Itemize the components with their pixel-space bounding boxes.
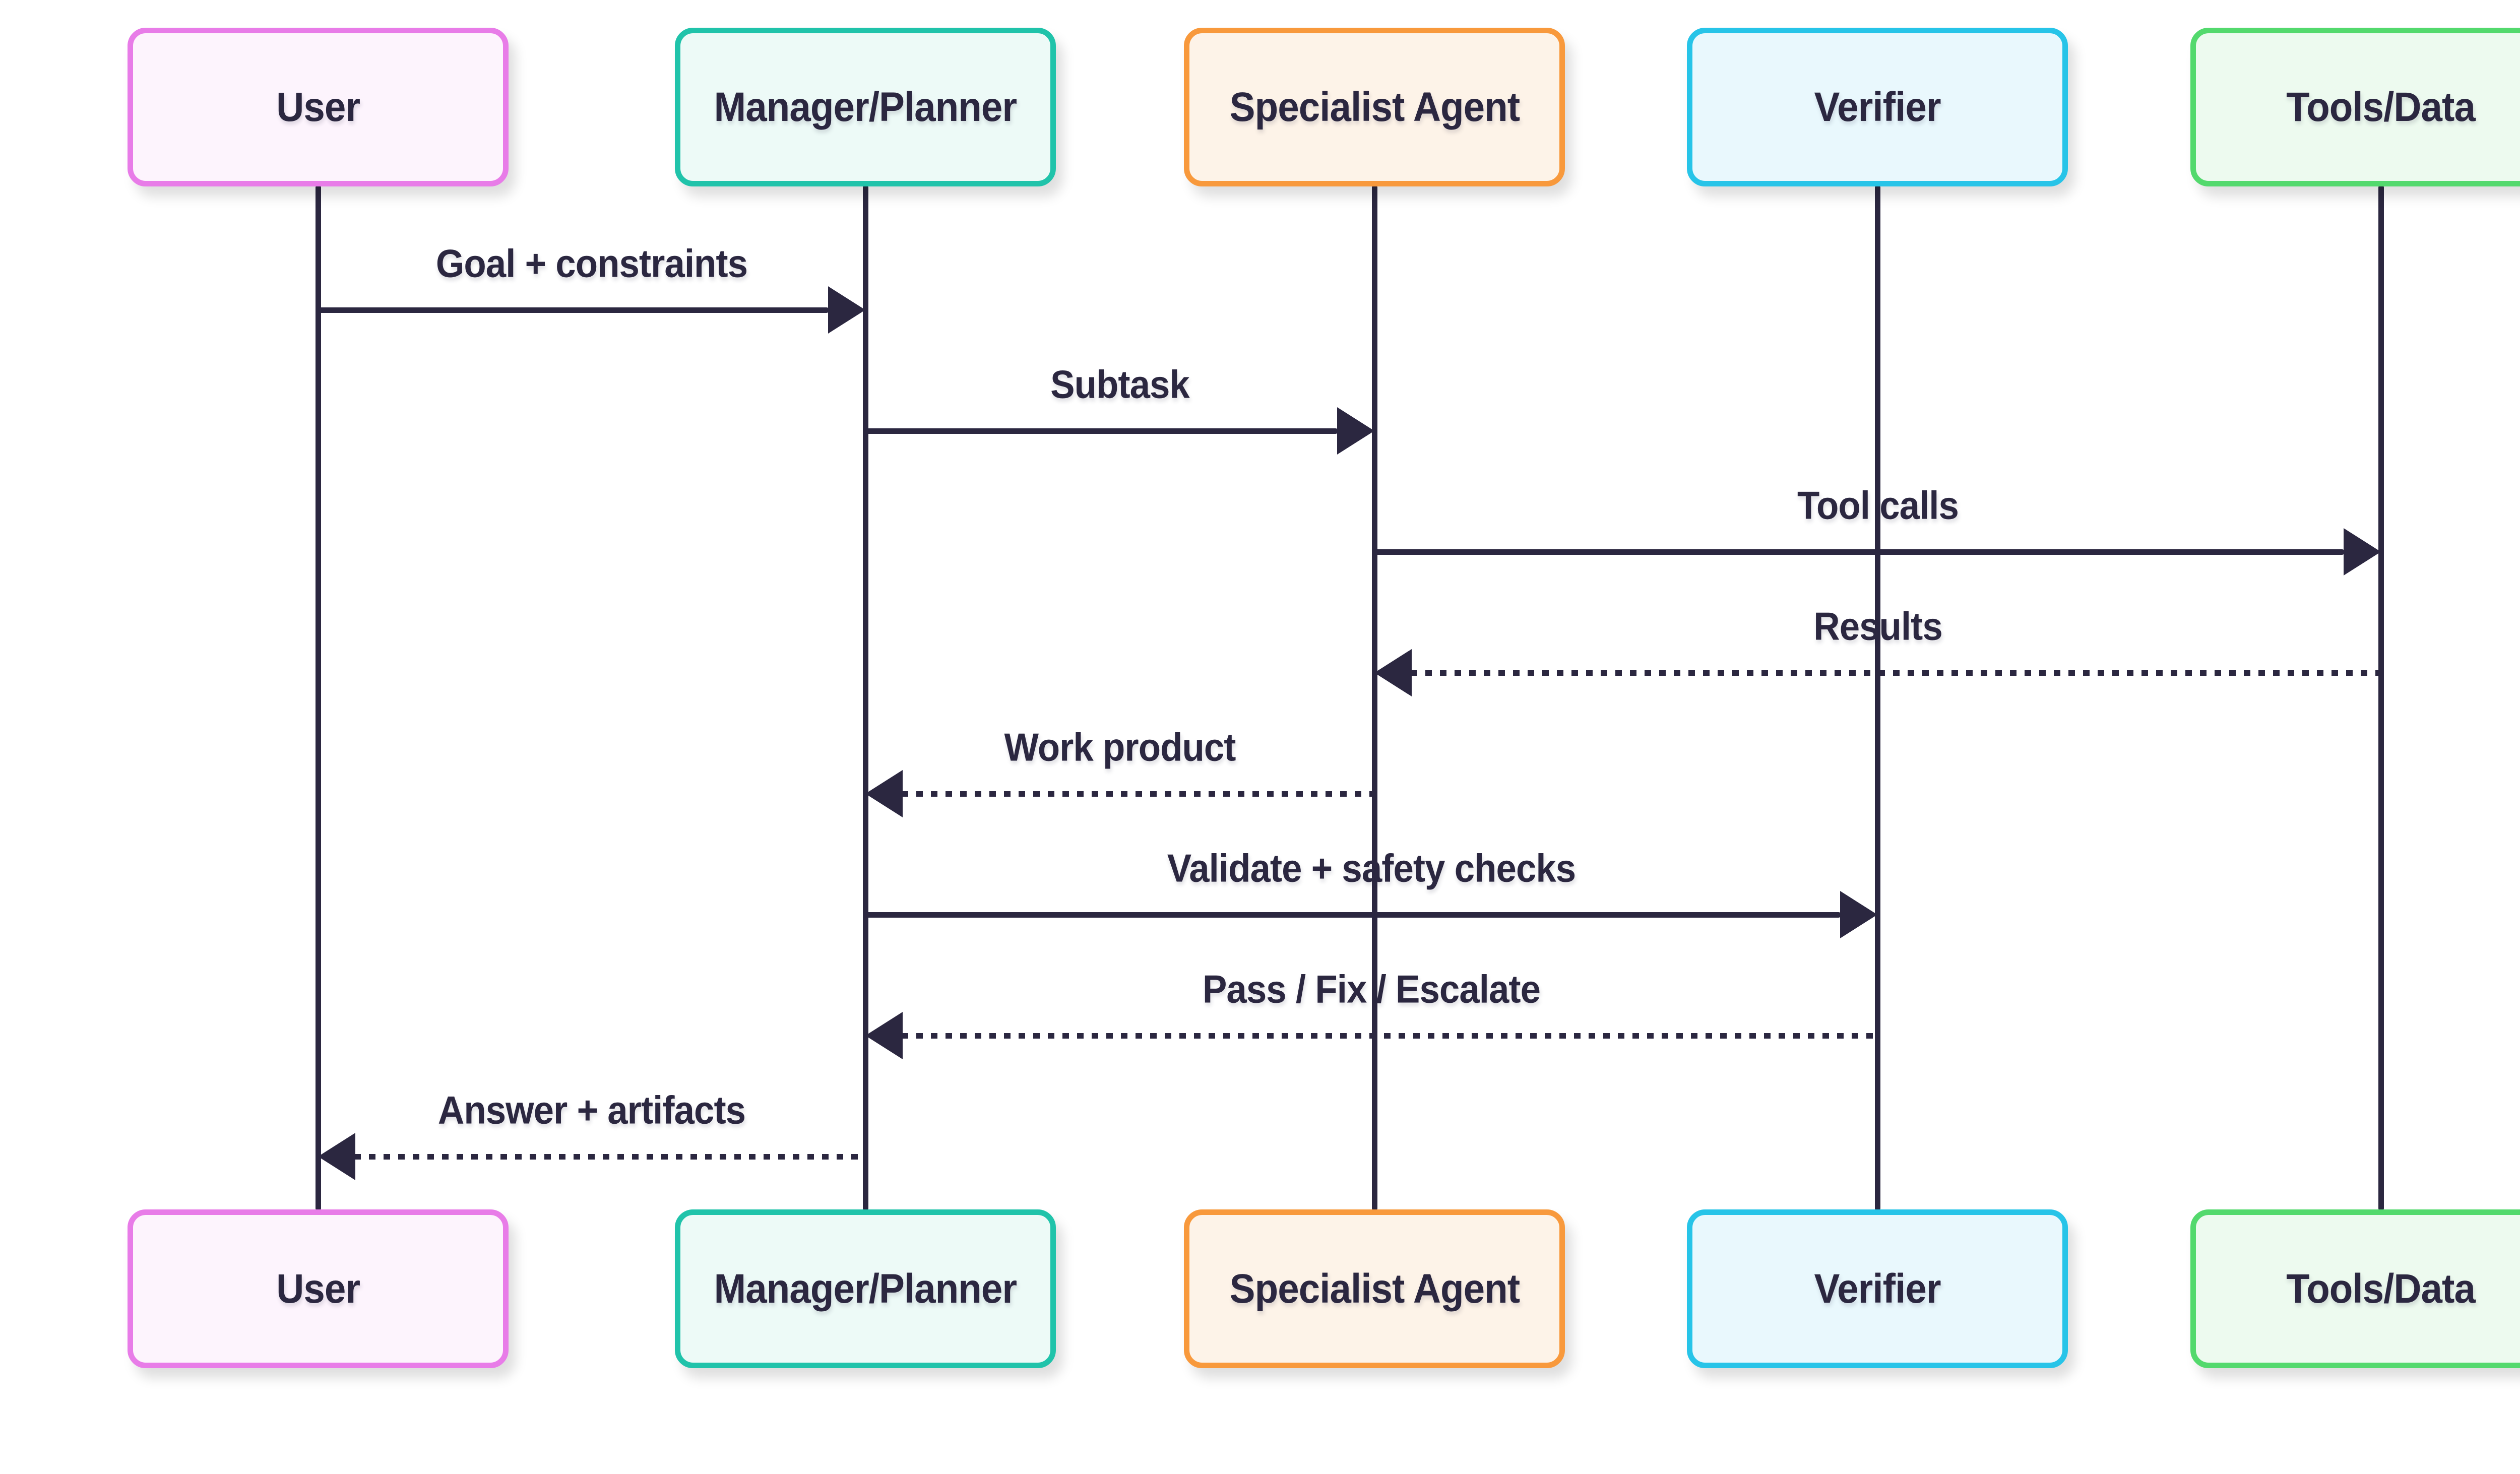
actor-box-manager-top: Manager/Planner — [675, 28, 1056, 186]
message-line-2 — [1374, 549, 2345, 555]
actor-label-user-top: User — [276, 84, 360, 130]
actor-box-verifier-bottom: Verifier — [1687, 1209, 2068, 1368]
lifeline-user — [316, 185, 321, 1210]
message-line-5 — [865, 912, 1841, 918]
message-line-6 — [902, 1033, 1877, 1039]
message-line-1 — [865, 428, 1338, 434]
message-line-0 — [318, 307, 829, 313]
arrow-head-6 — [865, 1012, 903, 1059]
actor-label-specialist-bottom: Specialist Agent — [1229, 1265, 1520, 1312]
message-label-4: Work product — [1004, 725, 1236, 770]
actor-label-manager-top: Manager/Planner — [714, 84, 1017, 130]
actor-box-specialist-top: Specialist Agent — [1184, 28, 1565, 186]
actor-label-verifier-bottom: Verifier — [1814, 1265, 1941, 1312]
message-line-4 — [902, 791, 1374, 797]
actor-label-verifier-top: Verifier — [1814, 84, 1941, 130]
actor-box-manager-bottom: Manager/Planner — [675, 1209, 1056, 1368]
arrow-head-2 — [2344, 528, 2381, 575]
lifeline-tools — [2378, 185, 2384, 1210]
actor-label-tools-bottom: Tools/Data — [2286, 1265, 2476, 1312]
actor-box-user-top: User — [128, 28, 509, 186]
message-line-3 — [1411, 670, 2381, 676]
message-label-1: Subtask — [1050, 362, 1190, 407]
arrow-head-3 — [1374, 649, 1412, 696]
lifeline-verifier — [1875, 185, 1880, 1210]
actor-label-manager-bottom: Manager/Planner — [714, 1265, 1017, 1312]
message-label-7: Answer + artifacts — [437, 1087, 746, 1132]
message-label-5: Validate + safety checks — [1167, 846, 1576, 890]
lifeline-manager — [863, 185, 868, 1210]
actor-box-verifier-top: Verifier — [1687, 28, 2068, 186]
message-label-3: Results — [1813, 604, 1942, 649]
actor-box-user-bottom: User — [128, 1209, 509, 1368]
actor-box-tools-bottom: Tools/Data — [2190, 1209, 2520, 1368]
message-label-0: Goal + constraints — [435, 241, 748, 286]
arrow-head-1 — [1337, 407, 1374, 455]
arrow-head-4 — [865, 770, 903, 817]
message-line-7 — [354, 1154, 865, 1160]
arrow-head-5 — [1840, 891, 1877, 938]
arrow-head-7 — [318, 1133, 355, 1180]
message-label-6: Pass / Fix / Escalate — [1202, 967, 1541, 1011]
lifeline-specialist — [1372, 185, 1377, 1210]
actor-label-specialist-top: Specialist Agent — [1229, 84, 1520, 130]
arrow-head-0 — [828, 286, 865, 334]
message-label-2: Tool calls — [1797, 483, 1959, 528]
actor-box-specialist-bottom: Specialist Agent — [1184, 1209, 1565, 1368]
actor-label-tools-top: Tools/Data — [2286, 84, 2476, 130]
actor-label-user-bottom: User — [276, 1265, 360, 1312]
actor-box-tools-top: Tools/Data — [2190, 28, 2520, 186]
